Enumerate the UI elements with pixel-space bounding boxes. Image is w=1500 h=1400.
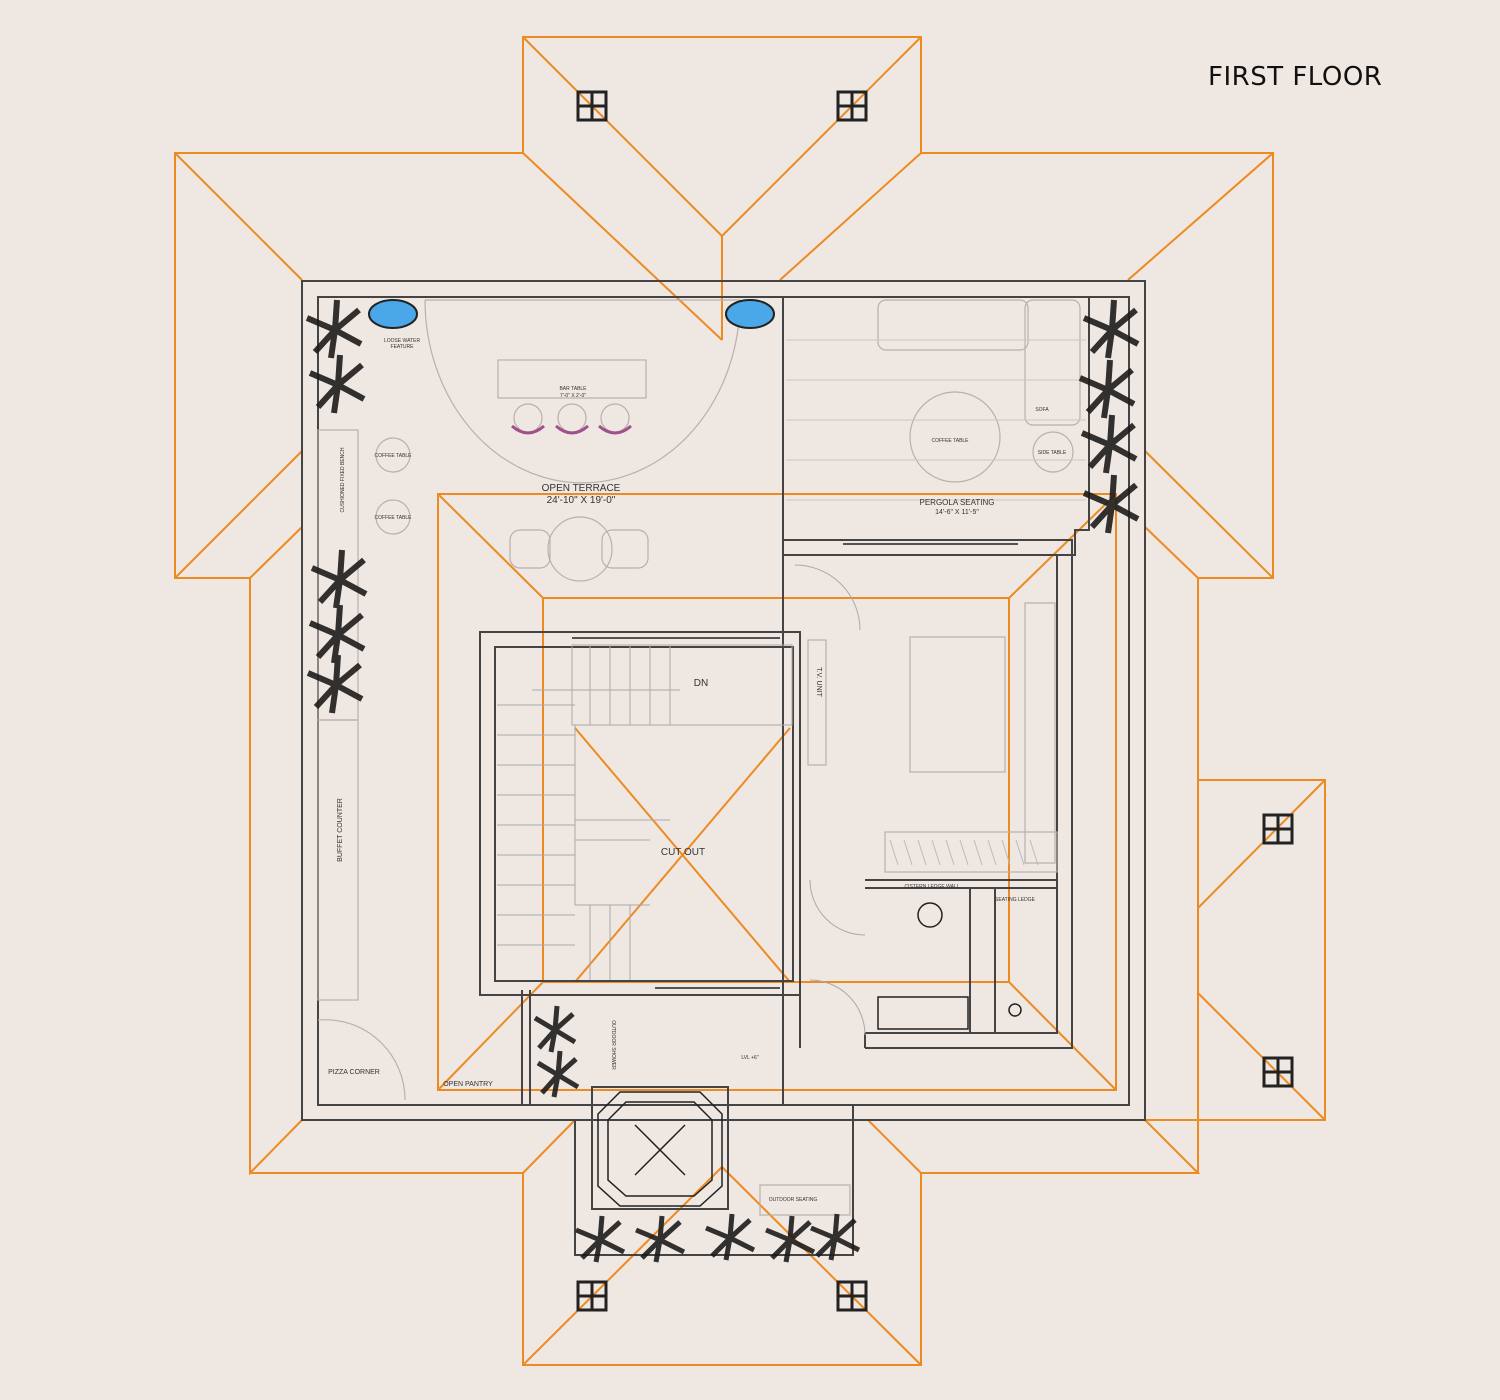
plant-cluster (635, 1215, 686, 1263)
label-coffee-table: COFFEE TABLE (931, 438, 969, 444)
label-level: LVL +6" (741, 1055, 758, 1061)
label-loose-water: LOOSE WATER (384, 338, 421, 344)
plant-cluster (1082, 299, 1140, 359)
label-pergola-size: 14'-6" X 11'-5" (935, 509, 979, 516)
plant-cluster (308, 354, 366, 414)
walls (301, 280, 1146, 1256)
label-seating-ledge: SEATING LEDGE (995, 897, 1036, 903)
roof-lines (174, 36, 1326, 1366)
label-tv-unit: T.V. UNIT (815, 667, 822, 697)
plant-cluster (305, 299, 363, 359)
label-pergola: PERGOLA SEATING (920, 498, 995, 507)
plant-cluster (1078, 359, 1136, 419)
label-coffee-table: COFFEE TABLE (374, 515, 412, 521)
room-labels: OPEN TERRACE 24'-10" X 19'-0" PERGOLA SE… (328, 338, 1067, 1203)
plant-cluster (575, 1215, 626, 1263)
staircase (497, 637, 793, 989)
plant-cluster (310, 549, 368, 609)
label-outdoor-seating: OUTDOOR SEATING (769, 1197, 818, 1203)
plant-cluster (765, 1215, 816, 1263)
label-open-terrace: OPEN TERRACE (542, 483, 621, 494)
plant-cluster (536, 1050, 580, 1098)
plant-cluster (810, 1213, 861, 1261)
label-side-table: SIDE TABLE (1038, 450, 1067, 456)
label-outdoor-shower: OUTDOOR SHOWER (610, 1020, 616, 1070)
label-buffet: BUFFET COUNTER (337, 798, 344, 862)
label-sofa: SOFA (1035, 407, 1049, 413)
label-bar-table: BAR TABLE (559, 386, 587, 392)
label-feature: FEATURE (391, 344, 415, 350)
plant-cluster (308, 604, 366, 664)
plant-cluster (1082, 474, 1140, 534)
plant-cluster (306, 654, 364, 714)
plant-cluster (1080, 414, 1138, 474)
plant-cluster (533, 1005, 577, 1053)
skylights (576, 90, 1294, 1312)
label-dn: DN (694, 678, 708, 689)
label-open-terrace-size: 24'-10" X 19'-0" (547, 495, 616, 506)
label-bar-table-size: 7'-0" X 2'-0" (560, 393, 586, 399)
furniture (317, 299, 1086, 1216)
label-coffee-table: COFFEE TABLE (374, 453, 412, 459)
label-cut-out: CUT OUT (661, 847, 705, 858)
label-cushioned-bench: CUSHIONED FIXED BENCH (340, 447, 346, 512)
label-cistern-wall: CISTERN LEDGE WALL (904, 884, 959, 890)
planters (305, 299, 1140, 1263)
label-open-pantry: OPEN PANTRY (443, 1081, 493, 1088)
floor-title: FIRST FLOOR (1208, 62, 1383, 92)
plant-cluster (705, 1213, 756, 1261)
label-pizza-corner: PIZZA CORNER (328, 1069, 380, 1076)
